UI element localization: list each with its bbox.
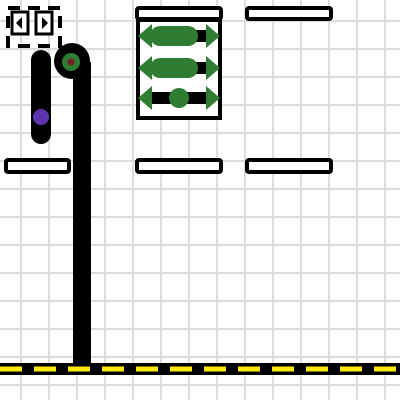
platform-mid-center[interactable] [135, 158, 223, 174]
pole [73, 62, 91, 374]
platform-mid-left[interactable] [4, 158, 71, 174]
floor-line [0, 363, 400, 375]
nav-arrows-icon[interactable] [6, 6, 62, 48]
platform-top-right[interactable] [245, 6, 333, 21]
platform-top-center[interactable] [135, 6, 223, 21]
platform-mid-right[interactable] [245, 158, 333, 174]
pole-assembly [54, 43, 91, 374]
four-way-move-icon[interactable] [136, 18, 222, 120]
slider-knob[interactable] [33, 109, 49, 125]
vertical-slider[interactable] [31, 50, 51, 144]
